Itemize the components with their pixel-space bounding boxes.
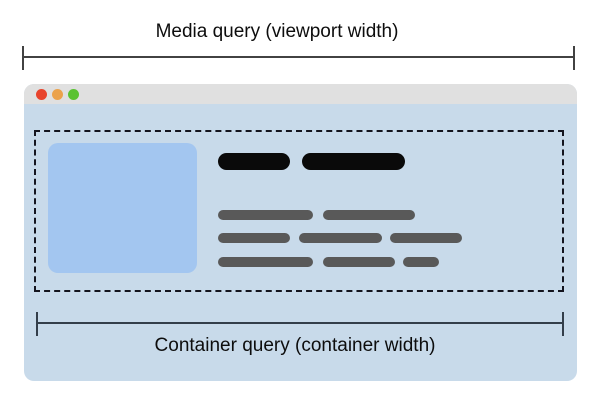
- media-query-label: Media query (viewport width): [155, 21, 399, 42]
- browser-window: [24, 84, 577, 381]
- card-container: [34, 130, 564, 292]
- bracket-line: [37, 322, 563, 324]
- heading-skeleton-bar: [218, 153, 290, 170]
- bracket-right-tick: [562, 312, 564, 336]
- text-skeleton-bar: [218, 210, 313, 220]
- window-titlebar: [24, 84, 577, 104]
- image-placeholder: [48, 143, 197, 273]
- zoom-button-icon: [68, 89, 79, 100]
- media-query-extent-line: [22, 46, 575, 70]
- bracket-left-tick: [36, 312, 38, 336]
- bracket-right-tick: [573, 46, 575, 70]
- text-skeleton-bar: [299, 233, 382, 243]
- text-skeleton-bar: [403, 257, 439, 267]
- container-query-extent-line: [36, 312, 564, 336]
- bracket-left-tick: [22, 46, 24, 70]
- text-skeleton-bar: [323, 257, 395, 267]
- close-button-icon: [36, 89, 47, 100]
- bracket-line: [23, 56, 574, 58]
- text-skeleton-bar: [218, 233, 290, 243]
- text-skeleton-bar: [218, 257, 313, 267]
- container-query-label: Container query (container width): [154, 335, 436, 356]
- text-skeleton-bar: [323, 210, 415, 220]
- heading-skeleton-bar: [302, 153, 405, 170]
- text-skeleton-bar: [390, 233, 462, 243]
- minimize-button-icon: [52, 89, 63, 100]
